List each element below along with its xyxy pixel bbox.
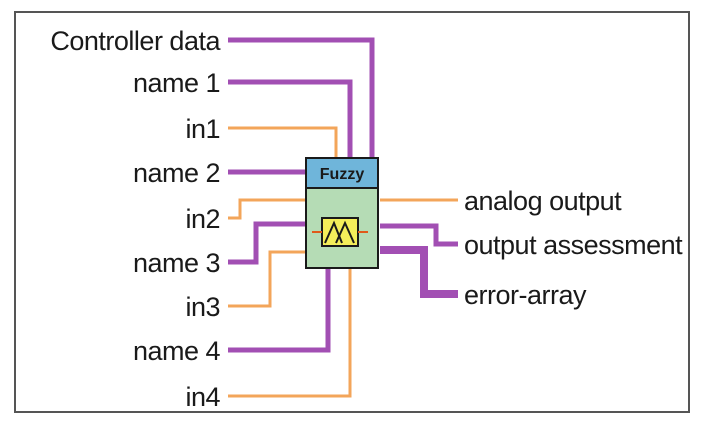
label-name2: name 2 [133, 158, 220, 188]
numeric-wires [228, 126, 458, 398]
label-in3: in3 [185, 292, 220, 322]
label-output-assessment: output assessment [464, 230, 683, 260]
wire-in2 [228, 198, 306, 220]
wire-name4 [228, 268, 331, 353]
label-in1: in1 [185, 114, 220, 144]
fuzzy-membership-icon [312, 217, 368, 247]
wire-in3 [228, 250, 306, 308]
wire-name1 [228, 79, 353, 158]
label-in2: in2 [185, 204, 220, 234]
label-name1: name 1 [133, 68, 220, 98]
wire-output-assessment [380, 223, 458, 247]
fuzzy-node-title: Fuzzy [320, 166, 365, 183]
label-name4: name 4 [133, 336, 221, 366]
wire-in1 [228, 126, 338, 158]
output-labels: analog output output assessment error-ar… [464, 186, 684, 310]
label-in4: in4 [185, 382, 220, 412]
label-name3: name 3 [133, 248, 220, 278]
label-controller-data: Controller data [50, 26, 221, 56]
wire-error-array [380, 246, 458, 298]
label-error-array: error-array [464, 280, 587, 310]
cluster-wires [228, 37, 458, 353]
wire-name3 [228, 221, 306, 265]
label-analog-output: analog output [464, 186, 622, 216]
wire-in4 [228, 268, 352, 398]
wire-controller-data [228, 37, 375, 158]
input-labels: Controller data name 1 in1 name 2 in2 na… [50, 26, 222, 412]
fuzzy-node-header [305, 157, 379, 189]
error-array-wire [380, 246, 458, 298]
fuzzy-node[interactable]: Fuzzy [305, 157, 379, 269]
